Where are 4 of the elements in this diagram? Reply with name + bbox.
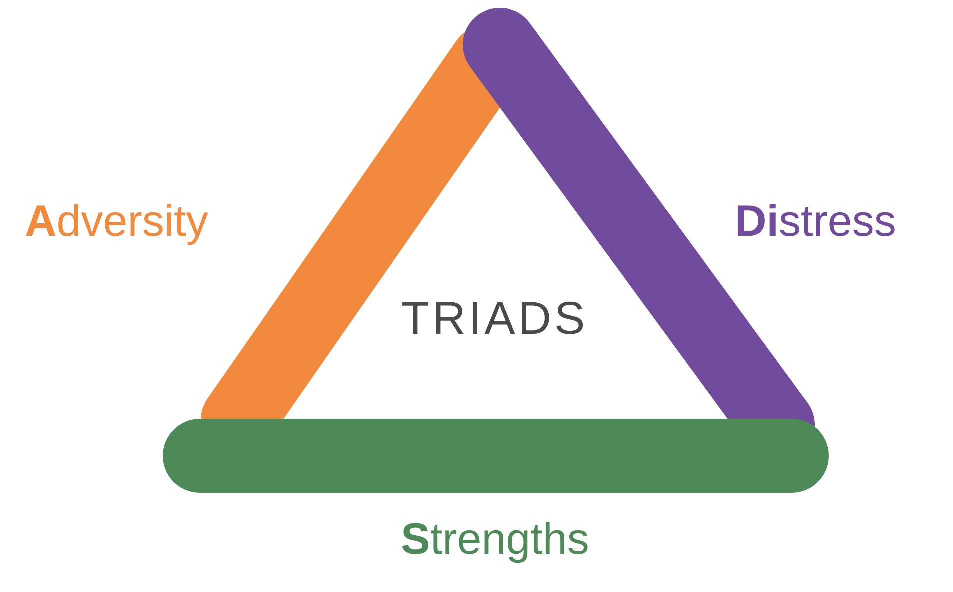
side-label: Distress [735,200,896,244]
center-label: TRIADS [402,295,588,341]
side-label: Adversity [25,200,208,244]
side-label: Strengths [401,518,590,562]
